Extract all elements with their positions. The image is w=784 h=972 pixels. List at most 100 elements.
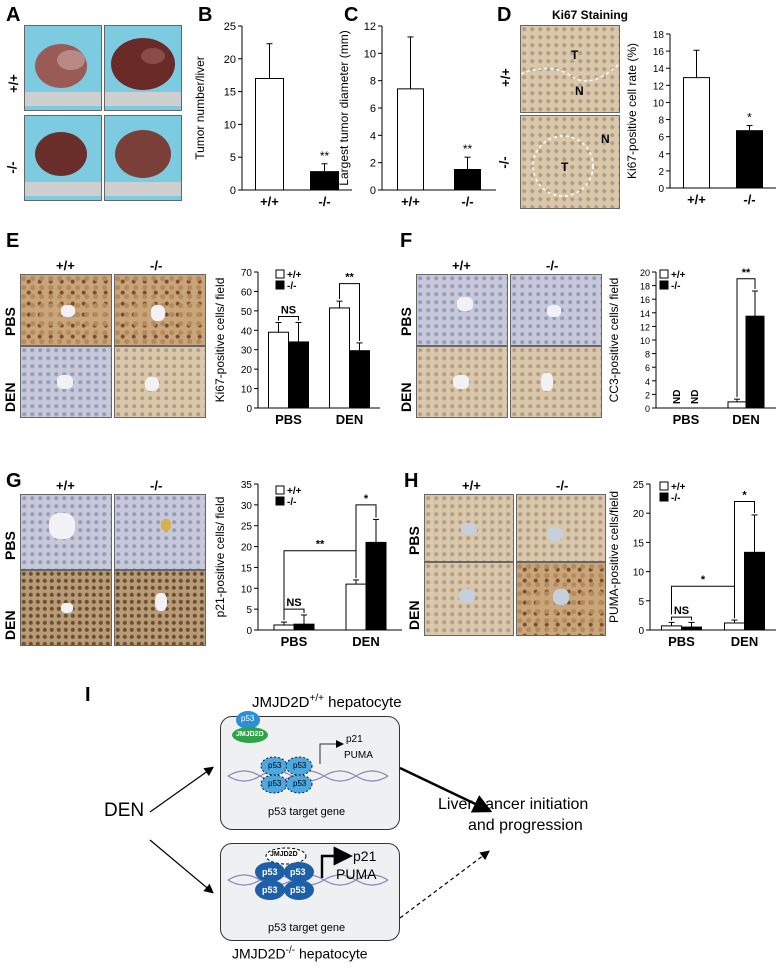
puma-label-top: PUMA (344, 750, 373, 761)
jmjd2d-blob-top (232, 727, 268, 743)
x-tick-label: DEN (732, 412, 759, 427)
bar (724, 622, 745, 631)
legend-swatch (275, 269, 285, 279)
g-img-den-wt (20, 570, 112, 646)
g-img-pbs-wt (20, 494, 112, 570)
panel-label-i: I (85, 684, 91, 706)
panel-label-d: D (497, 4, 512, 26)
bar (288, 341, 309, 409)
gene-label-bottom: p53 target gene (268, 922, 346, 934)
mechanism-diagram (149, 711, 493, 919)
x-tick-label: +/+ (260, 194, 279, 209)
legend-label: +/+ (287, 486, 302, 497)
f-img-pbs-ko (510, 274, 602, 346)
sig-label: NS (281, 305, 296, 317)
y-tick-label: 10 (640, 336, 650, 346)
y-axis-label: Largest tumor diameter (mm) (337, 30, 351, 185)
sig-bracket (283, 608, 305, 621)
den-arrow-top (149, 766, 214, 813)
panel-label-h: H (404, 470, 419, 492)
legend-swatch (659, 481, 669, 491)
d-row-label-ko: -/- (496, 156, 512, 169)
y-tick-label: 5 (246, 605, 252, 616)
h-row-pbs: PBS (406, 526, 422, 555)
sig-label: * (701, 574, 706, 586)
mark-normal-ko: N (601, 132, 610, 146)
y-tick-label: 35 (241, 480, 253, 491)
p21-label-top: p21 (346, 734, 363, 745)
f-col-wt: +/+ (452, 258, 471, 273)
y-tick-label: 6 (370, 103, 376, 115)
y-tick-label: 25 (241, 522, 253, 533)
bottom-genotype-title: JMJD2D-/- hepatocyte (232, 945, 368, 962)
y-tick-label: 10 (633, 568, 645, 579)
bar (661, 625, 682, 631)
panel-label-b: B (198, 4, 213, 26)
y-axis-label: Ki67-positive cell rate (%) (625, 43, 639, 179)
sig-label: ** (742, 267, 751, 279)
panel-label-g: G (6, 470, 22, 492)
legend-label: +/+ (287, 270, 302, 281)
g-img-den-ko (114, 570, 206, 646)
x-tick-label: -/- (461, 194, 473, 209)
bar (273, 624, 295, 631)
g-row-pbs: PBS (2, 531, 18, 560)
y-tick-label: 2 (645, 390, 650, 400)
sig-label: * (742, 490, 747, 502)
puma-label-bottom: PUMA (336, 866, 377, 882)
legend-label: -/- (287, 497, 296, 508)
y-tick-label: 5 (230, 152, 236, 164)
h-img-pbs-wt (424, 494, 514, 562)
legend-swatch (275, 485, 285, 495)
bar (329, 307, 350, 409)
y-tick-label: 12 (640, 322, 650, 332)
x-tick-label: PBS (668, 634, 695, 649)
e-row-den: DEN (2, 382, 18, 412)
y-tick-label: 6 (645, 363, 650, 373)
sig-label: NS (286, 597, 301, 609)
e-row-pbs: PBS (2, 307, 18, 336)
bar (268, 331, 289, 409)
y-axis-label: p21-positive cells/ field (213, 497, 227, 618)
ko-outcome-arrow (399, 850, 490, 919)
y-tick-label: 10 (224, 119, 236, 131)
y-tick-label: 4 (658, 150, 664, 161)
liver-photo-ko-2 (104, 115, 182, 201)
x-tick-label: PBS (673, 412, 700, 427)
legend-label: -/- (671, 493, 680, 504)
y-tick-label: 15 (633, 538, 645, 549)
f-col-ko: -/- (546, 258, 559, 273)
y-tick-label: 40 (241, 326, 253, 337)
y-tick-label: 0 (658, 184, 664, 195)
top-genotype-title: JMJD2D+/+ hepatocyte (252, 693, 402, 711)
p53-cluster-label-4: p53 (293, 779, 307, 788)
y-tick-label: 20 (224, 54, 236, 66)
y-tick-label: 0 (246, 626, 252, 637)
e-col-ko: -/- (150, 258, 163, 273)
sig-label: * (364, 493, 369, 505)
sig-bracket (355, 504, 377, 578)
f-img-pbs-wt (416, 274, 508, 346)
liver-photo-wt-1 (24, 25, 102, 111)
f-img-den-wt (416, 346, 508, 418)
bar (681, 626, 702, 631)
y-tick-label: 50 (241, 307, 253, 318)
y-tick-label: 6 (658, 133, 664, 144)
x-tick-label: +/+ (401, 194, 420, 209)
legend-swatch (275, 496, 285, 506)
y-tick-label: 8 (370, 76, 376, 88)
y-tick-label: 16 (653, 47, 665, 58)
legend-swatch (659, 280, 669, 290)
y-tick-label: 10 (364, 48, 376, 60)
y-tick-label: 12 (653, 81, 665, 92)
x-tick-label: -/- (318, 194, 330, 209)
p53-label-top: p53 (241, 714, 255, 723)
y-axis-label: PUMA-positive cells/field (607, 491, 621, 623)
bar (365, 541, 387, 631)
bar (397, 88, 424, 191)
h-col-ko: -/- (556, 478, 569, 493)
p53-b-label-2: p53 (290, 867, 306, 877)
